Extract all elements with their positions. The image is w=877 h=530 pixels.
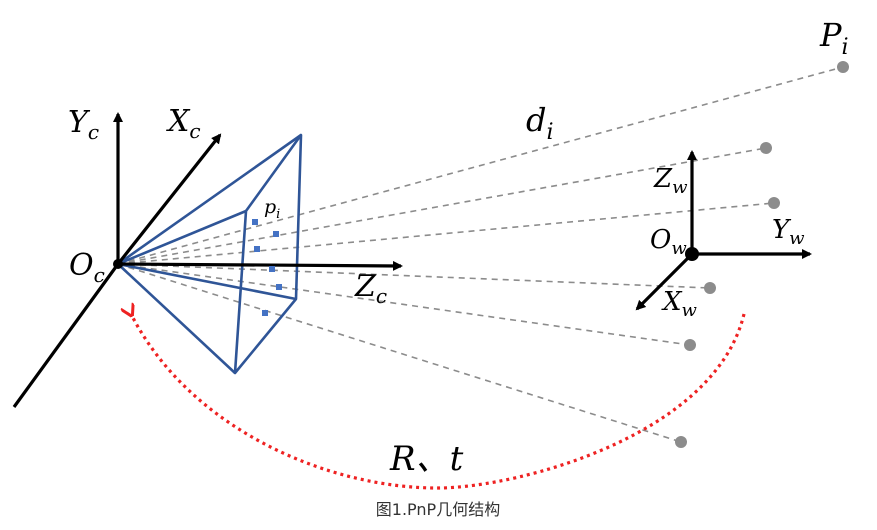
world-point-6 — [675, 436, 687, 448]
label-image-point: pi — [264, 196, 280, 222]
label-world-origin: Ow — [650, 225, 687, 259]
ray-5 — [117, 263, 691, 346]
frustum-edge-upper — [117, 209, 247, 266]
camera-z-axis — [117, 260, 403, 271]
camera-x-axis-back — [12, 263, 120, 408]
label-world-y: Yw — [772, 215, 805, 249]
label-camera-z: Zc — [354, 269, 387, 308]
camera-x-axis — [116, 133, 222, 265]
world-point-4 — [704, 282, 716, 294]
label-world-x: Xw — [661, 287, 698, 321]
frustum-edge-bottom — [117, 263, 236, 374]
world-point-2 — [760, 142, 772, 154]
image-point-3 — [254, 246, 260, 252]
ray-6 — [117, 263, 682, 443]
image-point-1 — [252, 219, 258, 225]
label-camera-origin: Oc — [69, 248, 105, 287]
figure-caption: 图1.PnP几何结构 — [376, 500, 500, 519]
image-points — [252, 219, 282, 316]
image-point-5 — [276, 284, 282, 290]
label-distance: di — [526, 101, 554, 145]
frustum-edge-lower — [117, 262, 297, 301]
world-point-5 — [684, 339, 696, 351]
world-origin — [685, 247, 699, 261]
label-camera-y: Yc — [68, 105, 99, 144]
label-rotation-translation: R、t — [389, 439, 464, 479]
label-world-z: Zw — [653, 164, 688, 198]
camera-frustum — [117, 133, 303, 375]
frustum-edge-top — [117, 133, 302, 266]
transform-arrow — [131, 314, 746, 490]
camera-axes — [12, 112, 403, 408]
image-point-4 — [269, 266, 275, 272]
label-camera-x: Xc — [166, 104, 201, 143]
world-point-1 — [837, 61, 849, 73]
world-points — [675, 61, 849, 448]
image-point-2 — [273, 231, 279, 237]
ray-1 — [117, 66, 844, 265]
world-point-3 — [768, 197, 780, 209]
world-x-axis — [635, 252, 694, 311]
world-axes — [635, 150, 812, 311]
camera-center — [113, 259, 123, 269]
image-plane — [233, 133, 303, 375]
label-world-point: Pi — [819, 16, 849, 60]
image-point-6 — [262, 310, 268, 316]
projection-rays — [117, 66, 844, 443]
